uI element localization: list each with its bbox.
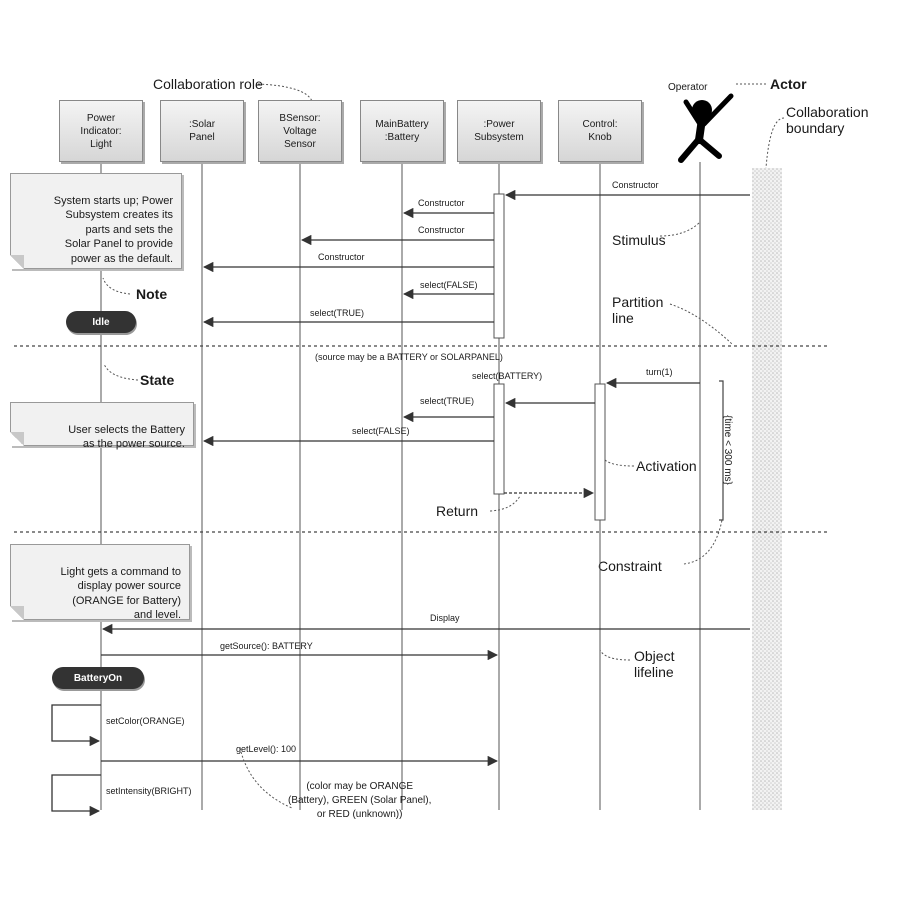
- callout-collaboration-boundary: Collaboration boundary: [786, 104, 869, 136]
- msg-label-m15: setIntensity(BRIGHT): [106, 786, 192, 796]
- note-fold-icon: [10, 255, 24, 269]
- color-note: (color may be ORANGE (Battery), GREEN (S…: [288, 781, 432, 820]
- callout-constraint: Constraint: [598, 558, 662, 574]
- constraint-bracket: [719, 380, 724, 521]
- callout-stimulus: Stimulus: [612, 232, 666, 248]
- activation-subsystem-2: [493, 383, 505, 495]
- callout-activation: Activation: [636, 458, 697, 474]
- msg-label-m12: getSource(): BATTERY: [220, 641, 313, 651]
- note-fold-icon: [10, 606, 24, 620]
- msg-label-m13: setColor(ORANGE): [106, 716, 185, 726]
- callout-return: Return: [436, 503, 479, 519]
- note-startup: System starts up; Power Subsystem create…: [10, 173, 182, 269]
- msg-label-m1: Constructor: [612, 180, 659, 190]
- msg-label-m8: turn(1): [646, 367, 673, 377]
- actor-operator-label: Operator: [668, 82, 708, 93]
- object-control-knob: Control: Knob: [558, 100, 642, 162]
- object-power-subsystem: :Power Subsystem: [457, 100, 541, 162]
- object-voltage-sensor: BSensor: Voltage Sensor: [258, 100, 342, 162]
- msg-label-m7-note: (source may be a BATTERY or SOLARPANEL): [315, 352, 503, 362]
- msg-label-m9: select(TRUE): [420, 396, 475, 406]
- arrow-m15: [51, 774, 101, 817]
- msg-label-m3: Constructor: [418, 225, 465, 235]
- activation-knob: [594, 383, 606, 521]
- arrow-m13: [51, 704, 101, 747]
- note-display: Light gets a command to display power so…: [10, 544, 190, 622]
- operator-figure: [678, 93, 734, 163]
- callout-object-lifeline: Object lifeline: [634, 648, 675, 680]
- object-main-battery: MainBattery :Battery: [360, 100, 444, 162]
- collaboration-boundary: [752, 168, 782, 810]
- msg-label-m10: select(FALSE): [352, 426, 410, 436]
- msg-label-m7: select(BATTERY): [472, 371, 543, 381]
- object-power-indicator-light: Power Indicator: Light: [59, 100, 143, 162]
- msg-label-m6: select(TRUE): [310, 308, 365, 318]
- state-battery-on: BatteryOn: [52, 667, 144, 689]
- activation-subsystem-1: [493, 193, 505, 339]
- msg-label-m4: Constructor: [318, 252, 365, 262]
- callout-state: State: [140, 372, 175, 388]
- msg-label-m2: Constructor: [418, 198, 465, 208]
- note-fold-icon: [10, 432, 24, 446]
- note-select-battery: User selects the Battery as the power so…: [10, 402, 194, 450]
- note-startup-text: System starts up; Power Subsystem create…: [53, 194, 173, 265]
- msg-label-m11: Display: [430, 613, 460, 623]
- msg-label-m5: select(FALSE): [420, 280, 478, 290]
- note-select-battery-text: User selects the Battery as the power so…: [68, 423, 185, 451]
- callout-note: Note: [136, 286, 168, 302]
- callout-collaboration-role: Collaboration role: [153, 76, 263, 92]
- state-idle: Idle: [66, 311, 136, 333]
- callout-partition-line: Partition line: [612, 294, 664, 326]
- object-solar-panel: :Solar Panel: [160, 100, 244, 162]
- msg-label-m14: getLevel(): 100: [236, 744, 297, 754]
- note-display-text: Light gets a command to display power so…: [60, 565, 181, 622]
- constraint-text: {time < 300 ms}: [721, 415, 733, 485]
- callout-actor: Actor: [770, 76, 807, 92]
